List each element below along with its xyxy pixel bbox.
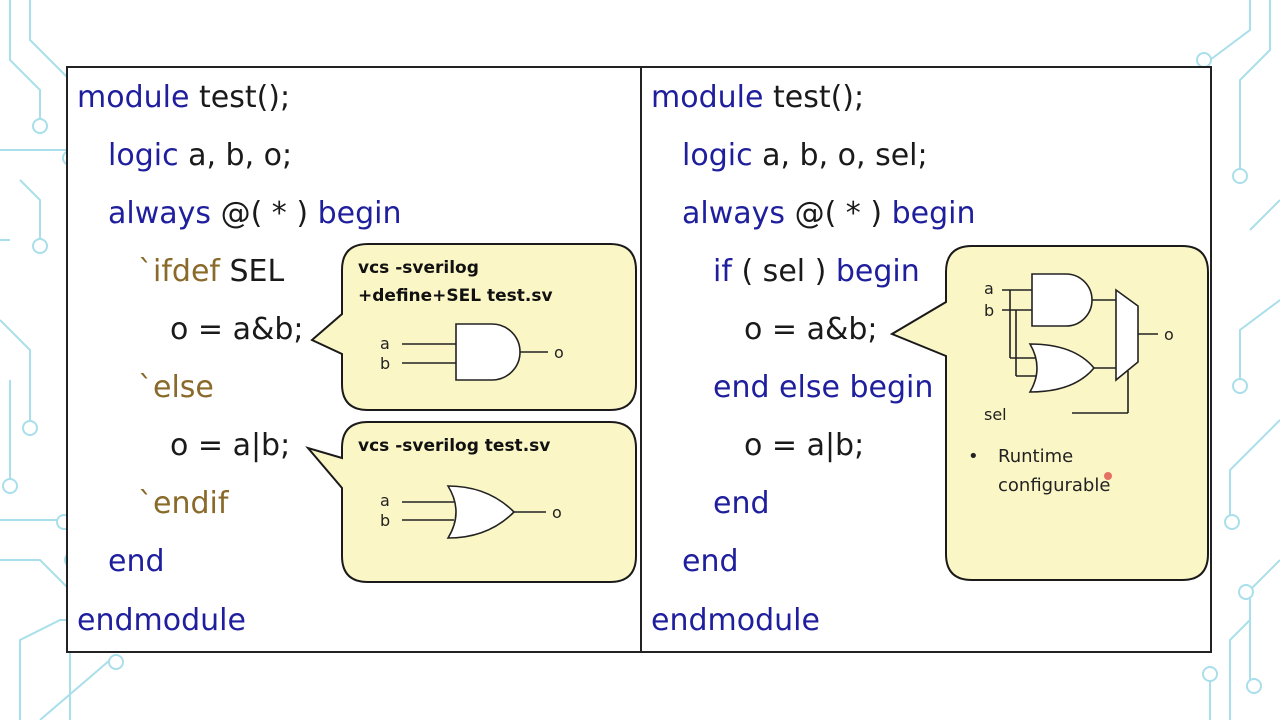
keyword: begin (835, 254, 920, 289)
left-line-always: always @( * ) begin (108, 196, 402, 232)
right-line-always: always @( * ) begin (682, 196, 976, 232)
and-output-label: o (554, 343, 564, 362)
keyword: always (682, 196, 786, 231)
bullet-icon: • (968, 446, 979, 467)
left-line-module: module test(); (77, 80, 290, 116)
code-text: o = a|b; (170, 428, 291, 463)
keyword: module (77, 80, 190, 115)
code-text: o = a|b; (744, 428, 865, 463)
keyword: endmodule (651, 603, 820, 638)
code-text: a, b, o, sel; (752, 138, 928, 173)
mux-sel-label: sel (984, 405, 1007, 424)
or-input-a-label: a (380, 491, 390, 510)
callout-and-shape: a b o (310, 243, 637, 411)
left-line-else: `else (138, 370, 214, 406)
preprocessor-directive: `else (138, 370, 214, 405)
right-line-endmodule: endmodule (651, 603, 820, 639)
callout-mux-shape: a b o sel (889, 245, 1209, 581)
right-line-logic: logic a, b, o, sel; (682, 138, 928, 174)
preprocessor-directive: `ifdef (138, 254, 220, 289)
callout-and-gate: a b o vcs -sverilog +define+SEL test.sv (310, 243, 637, 411)
code-text: test(); (763, 80, 865, 115)
right-line-end-if: end (713, 486, 770, 522)
preprocessor-directive: `endif (138, 486, 229, 521)
left-line-and: o = a&b; (170, 312, 304, 348)
left-line-or: o = a|b; (170, 428, 290, 464)
keyword: end (108, 544, 165, 579)
right-line-end: end (682, 544, 739, 580)
and-input-a-label: a (380, 334, 390, 353)
keyword: begin (891, 196, 976, 231)
keyword: end (713, 486, 770, 521)
code-text: ( sel ) (731, 254, 836, 289)
keyword: endmodule (77, 603, 246, 638)
code-text: a, b, o; (178, 138, 293, 173)
callout-mux: a b o sel • Runtime configurable (889, 245, 1209, 581)
mux-input-b-label: b (984, 301, 994, 320)
and-command-line2: +define+SEL test.sv (358, 286, 553, 306)
callout-or-gate: a b o vcs -sverilog test.sv (305, 421, 637, 583)
mux-input-a-label: a (984, 279, 994, 298)
or-input-b-label: b (380, 511, 390, 530)
keyword: begin (317, 196, 402, 231)
code-text: @( * ) (211, 196, 318, 231)
keyword: end (682, 544, 739, 579)
keyword: logic (682, 138, 753, 173)
keyword: always (108, 196, 212, 231)
keyword: end else begin (713, 370, 934, 405)
right-line-else: end else begin (713, 370, 933, 406)
code-text: SEL (219, 254, 285, 289)
code-text: test(); (189, 80, 291, 115)
left-line-end: end (108, 544, 165, 580)
mux-output-label: o (1164, 325, 1174, 344)
and-command-line1: vcs -sverilog (358, 258, 479, 278)
code-text: o = a&b; (170, 312, 304, 347)
cursor-pointer-icon (1104, 472, 1112, 480)
right-line-or: o = a|b; (744, 428, 864, 464)
left-line-logic: logic a, b, o; (108, 138, 292, 174)
runtime-note-line2: configurable (998, 475, 1111, 496)
right-line-module: module test(); (651, 80, 864, 116)
keyword: module (651, 80, 764, 115)
right-line-and: o = a&b; (744, 312, 878, 348)
left-line-endif: `endif (138, 486, 228, 522)
panel-divider (640, 68, 642, 651)
or-output-label: o (552, 503, 562, 522)
or-command: vcs -sverilog test.sv (358, 436, 551, 456)
code-text: o = a&b; (744, 312, 878, 347)
left-line-ifdef: `ifdef SEL (138, 254, 284, 290)
code-comparison-panel: module test(); logic a, b, o; always @( … (66, 66, 1212, 653)
code-text: @( * ) (785, 196, 892, 231)
keyword: if (713, 254, 732, 289)
runtime-note-line1: Runtime (998, 446, 1074, 467)
keyword: logic (108, 138, 179, 173)
right-line-if: if ( sel ) begin (713, 254, 920, 290)
left-line-endmodule: endmodule (77, 603, 246, 639)
callout-or-shape: a b o (305, 421, 637, 583)
and-input-b-label: b (380, 354, 390, 373)
